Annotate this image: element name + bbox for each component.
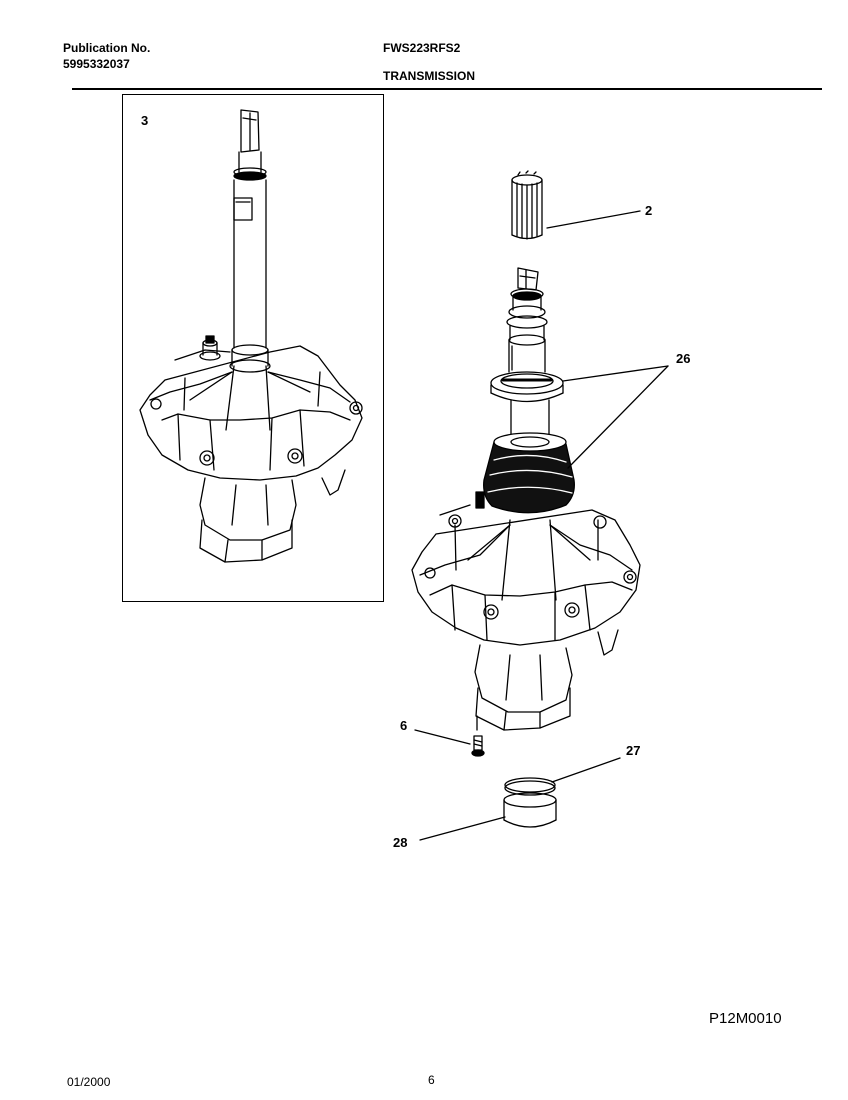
callout-2: 2 (645, 203, 653, 218)
callout-3: 3 (141, 113, 149, 128)
header-rule (72, 88, 822, 90)
screw-part (471, 735, 485, 757)
callout-28: 28 (393, 835, 408, 850)
inset-frame (122, 94, 384, 602)
ring-part (504, 777, 556, 796)
inset-transmission-drawing (139, 109, 363, 563)
leader-2 (546, 210, 641, 229)
callout-6: 6 (400, 718, 408, 733)
drawing-id: P12M0010 (709, 1010, 782, 1027)
leader-28 (419, 816, 506, 841)
leader-27 (551, 757, 621, 783)
leader-26b (567, 365, 669, 469)
footer-date: 01/2000 (67, 1075, 111, 1089)
bearing-part (503, 792, 557, 828)
publication-label: Publication No. (63, 41, 151, 55)
leader-6 (414, 729, 471, 745)
callout-26: 26 (676, 351, 691, 366)
footer-page-number: 6 (428, 1073, 435, 1087)
section-title: TRANSMISSION (383, 69, 476, 83)
leader-26a (562, 365, 669, 382)
publication-number: 5995332037 (63, 57, 130, 71)
model-number: FWS223RFS2 (383, 41, 461, 55)
main-transmission-drawing (411, 267, 641, 731)
spline-sleeve-part (511, 170, 543, 240)
callout-27: 27 (626, 743, 641, 758)
